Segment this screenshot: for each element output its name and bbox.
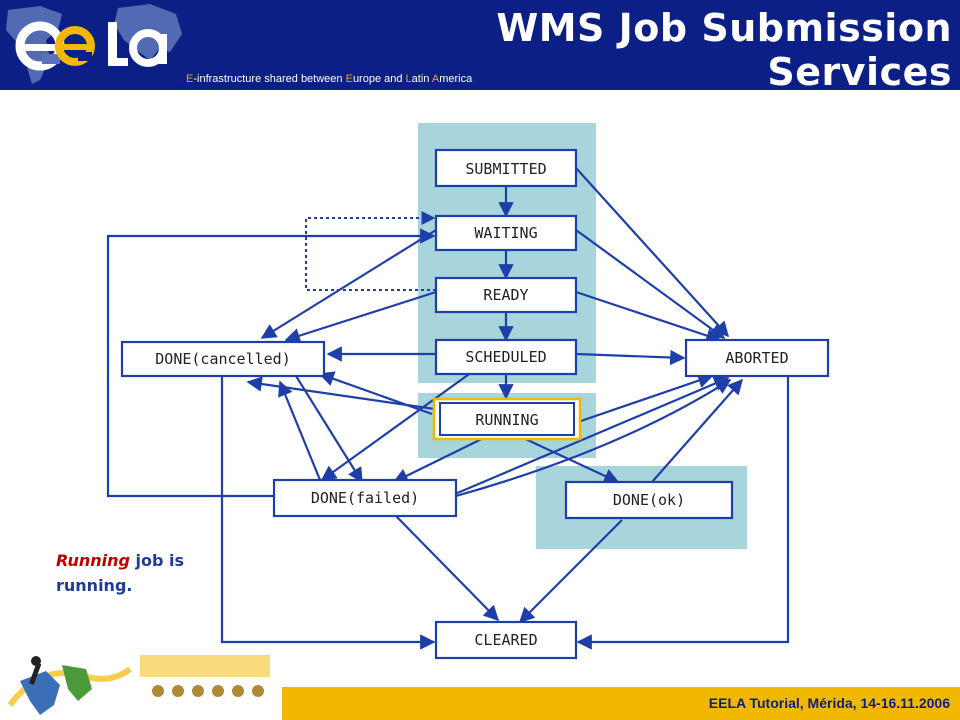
state-done-failed: DONE(failed)	[272, 478, 458, 518]
state-done-failed-label: DONE(failed)	[311, 489, 419, 507]
tagline-segment: L	[405, 73, 412, 85]
state-running-label: RUNNING	[475, 411, 538, 429]
state-ready-label: READY	[483, 286, 528, 304]
state-caption: Running job is running.	[56, 548, 226, 598]
header-tagline: E-infrastructure shared between Europe a…	[186, 73, 472, 85]
state-aborted-label: ABORTED	[725, 349, 788, 367]
state-running: RUNNING	[432, 397, 582, 441]
caption-text: job is running.	[56, 551, 185, 595]
eela-ciemat-logo-icon	[7, 655, 270, 715]
header-bar: WMS Job Submission Services E-infrastruc…	[0, 0, 960, 94]
state-cleared-label: CLEARED	[474, 631, 537, 649]
tagline-segment: merica	[439, 73, 473, 85]
footer-text: EELA Tutorial, Mérida, 14-16.11.2006	[708, 695, 950, 711]
state-done-cancelled: DONE(cancelled)	[120, 340, 326, 378]
slide-title: WMS Job Submission Services	[496, 6, 952, 94]
footer-bar: EELA Tutorial, Mérida, 14-16.11.2006	[282, 687, 960, 720]
tagline-segment: atin	[411, 73, 432, 85]
tagline-segment: -infrastructure shared between	[193, 73, 346, 85]
tagline-segment: E	[345, 73, 353, 85]
state-ready: READY	[434, 276, 578, 314]
tagline-segment: A	[431, 73, 440, 85]
state-done-ok: DONE(ok)	[564, 480, 734, 520]
state-done-cancelled-label: DONE(cancelled)	[155, 350, 290, 368]
job-state-diagram: SUBMITTED WAITING READY SCHEDULED RUNNIN…	[106, 123, 830, 660]
tagline-segment: E	[186, 73, 194, 85]
eela-logo-icon	[6, 4, 182, 84]
state-cleared: CLEARED	[434, 620, 578, 660]
state-submitted-label: SUBMITTED	[465, 160, 546, 178]
state-done-ok-label: DONE(ok)	[613, 491, 685, 509]
state-aborted: ABORTED	[684, 338, 830, 378]
state-waiting: WAITING	[434, 214, 578, 252]
caption-keyword: Running	[56, 551, 130, 570]
state-scheduled: SCHEDULED	[434, 338, 578, 376]
state-waiting-label: WAITING	[474, 224, 537, 242]
tagline-segment: urope and	[352, 73, 406, 85]
state-submitted: SUBMITTED	[434, 148, 578, 188]
state-scheduled-label: SCHEDULED	[465, 348, 546, 366]
